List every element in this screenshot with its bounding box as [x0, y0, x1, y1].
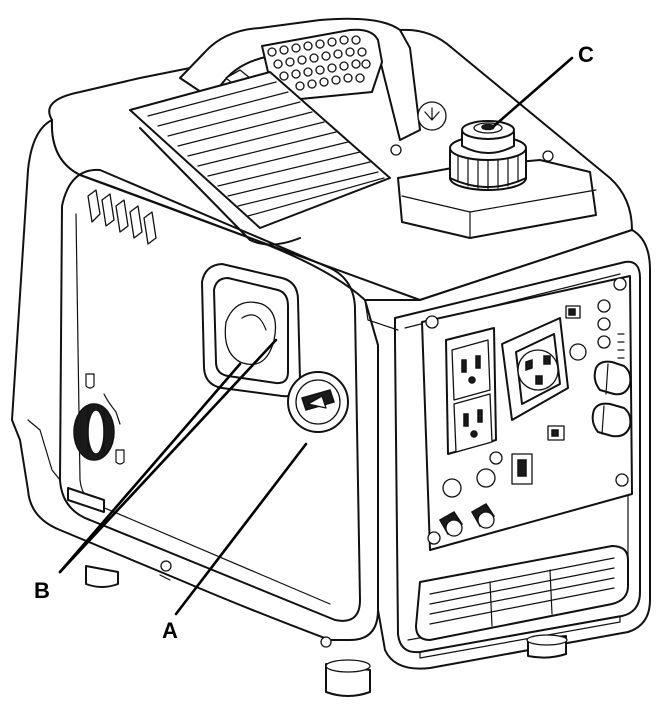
control-panel	[421, 275, 633, 551]
usb-port	[511, 453, 533, 485]
callout-leaders	[58, 56, 574, 616]
circuit-breakers	[442, 451, 503, 498]
leader-line-c	[492, 56, 574, 128]
duplex-outlet	[445, 327, 497, 455]
callout-label-c: C	[578, 42, 594, 67]
leader-line-b1	[58, 362, 242, 574]
rubber-feet	[85, 565, 568, 697]
side-vent-slots	[87, 189, 157, 245]
leader-line-a	[174, 442, 308, 616]
handle-grip-holes	[267, 35, 371, 91]
indicator-lights	[547, 299, 611, 441]
top-vent-grille	[129, 71, 391, 246]
carry-handle	[179, 17, 421, 141]
leader-line-b2	[58, 338, 278, 574]
twist-lock-outlet	[501, 317, 569, 421]
panel-switches	[438, 503, 496, 537]
front-exhaust-vent	[415, 545, 629, 659]
callout-label-a: A	[162, 618, 178, 643]
fuel-cap	[397, 101, 597, 239]
side-panel	[59, 168, 361, 622]
dc-terminals	[591, 360, 632, 438]
callout-label-b: B	[34, 578, 50, 603]
